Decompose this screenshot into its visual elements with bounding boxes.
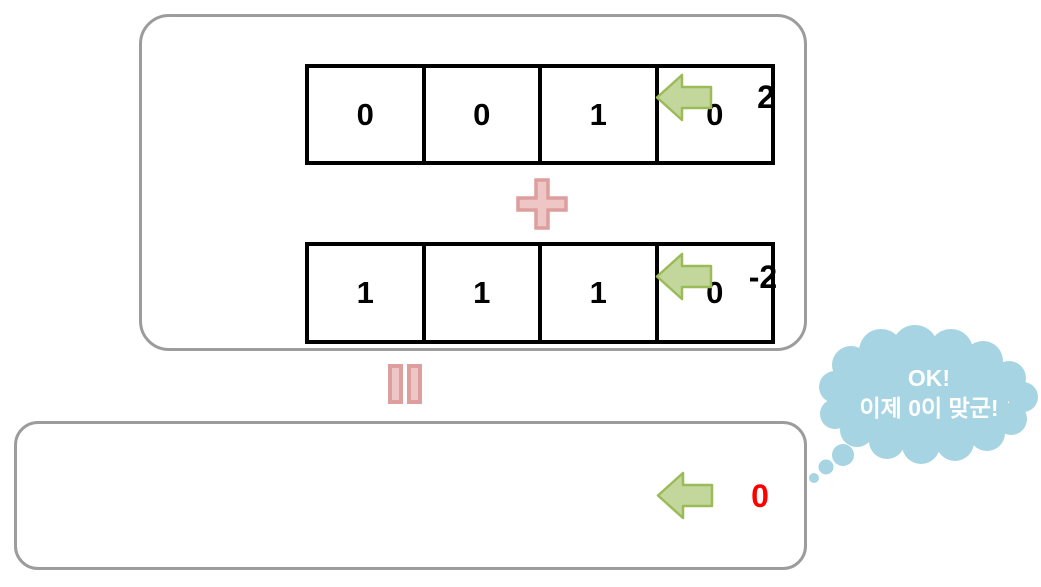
- left-arrow-icon: [655, 252, 713, 301]
- equals-bar: [407, 364, 422, 404]
- bubble-line-1: OK!: [907, 365, 951, 391]
- bit-cell: 0: [421, 68, 539, 161]
- thought-bubble-text: OK! 이제 0이 맞군!: [825, 363, 1033, 423]
- thought-bubble: OK! 이제 0이 맞군!: [797, 325, 1041, 487]
- bit-row-operand2: 1 1 1 0: [305, 242, 775, 344]
- cloud-icon: [809, 325, 1038, 483]
- operand1-value-label: 2: [757, 79, 775, 115]
- bit-cell: 1: [421, 246, 539, 340]
- bit-cell: 1: [356, 275, 374, 310]
- left-arrow-icon: [655, 73, 713, 122]
- bit-row-operand1: 0 0 1 0: [305, 64, 775, 165]
- bubble-line-2: 이제 0이 맞군!: [859, 395, 999, 421]
- bit-cell: 1: [538, 68, 655, 161]
- plus-icon: [516, 178, 568, 230]
- equals-bar: [388, 364, 403, 404]
- result-value-label: 0: [751, 478, 769, 514]
- left-arrow-icon: [656, 471, 714, 520]
- operand2-value-label: -2: [748, 259, 778, 295]
- bit-cell: 1: [538, 246, 655, 340]
- equals-icon: [388, 364, 422, 404]
- addition-panel: 0 0 1 0 1 1 1 0: [139, 14, 807, 351]
- bit-cell: 0: [356, 96, 374, 132]
